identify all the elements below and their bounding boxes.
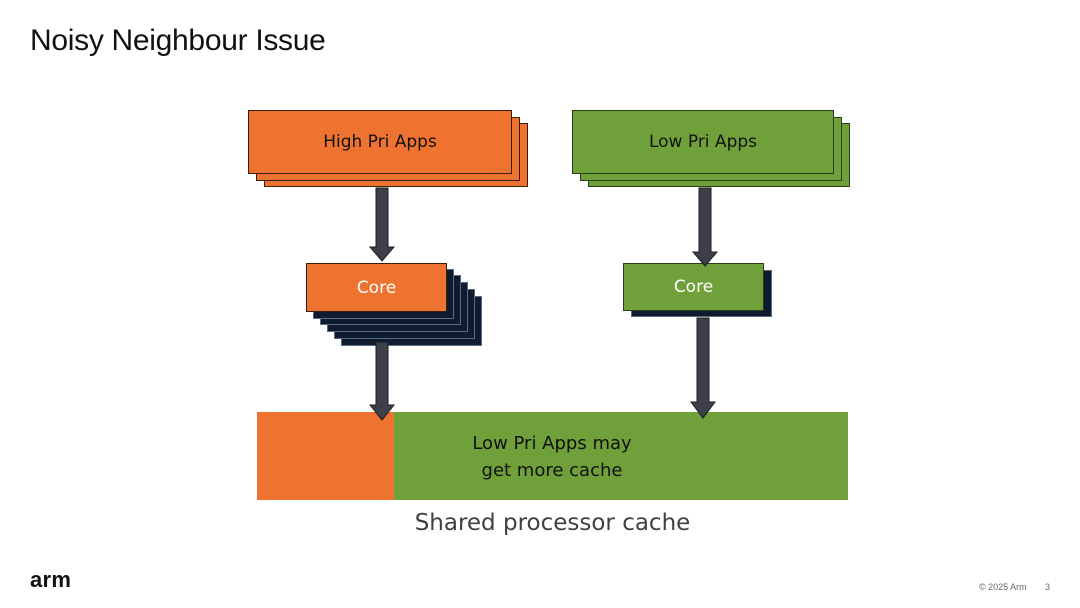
high-pri-apps-box [248, 110, 512, 174]
cache-high-pri-portion [257, 412, 394, 500]
low-pri-apps-label: Low Pri Apps [648, 132, 758, 152]
arrow-high-apps-to-core [368, 187, 396, 262]
high-pri-apps-label: High Pri Apps [323, 132, 437, 152]
page-number: 3 [1045, 582, 1051, 592]
shared-cache-caption: Shared processor cache [414, 510, 691, 536]
high-pri-core-label: Core [356, 277, 397, 298]
low-pri-apps-box [572, 110, 834, 174]
arrow-low-apps-to-core [691, 187, 719, 267]
low-pri-core-box [623, 263, 764, 311]
footer-copyright: © 2025 Arm [979, 582, 1027, 592]
arrow-high-core-to-cache [368, 341, 396, 421]
cache-note-line-1: Low Pri Apps may [472, 433, 632, 454]
cache-note-line-2: get more cache [481, 460, 623, 481]
high-pri-core-box [306, 263, 447, 312]
cache-low-pri-portion [394, 412, 848, 500]
arm-logo: arm [30, 567, 72, 592]
arrow-low-core-to-cache [690, 317, 716, 419]
slide-title: Noisy Neighbour Issue [30, 24, 326, 57]
cache-note: Low Pri Apps may get more cache [440, 430, 664, 484]
low-pri-core-label: Core [673, 277, 714, 297]
